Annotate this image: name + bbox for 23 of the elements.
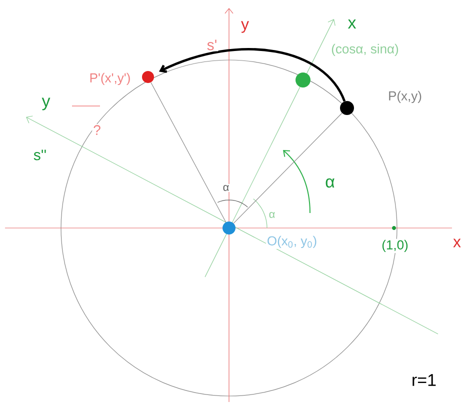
point-dot xyxy=(142,71,154,83)
axis-label: s'' xyxy=(32,148,48,162)
point-label: O(x$_{0}$, y$_{0}$) xyxy=(266,234,318,250)
point-dot xyxy=(296,72,310,88)
axis-label: y xyxy=(40,96,52,112)
radius-line xyxy=(233,112,342,224)
curved-arrow xyxy=(158,48,346,102)
axis-label: x xyxy=(346,18,358,30)
point-dot xyxy=(222,222,236,234)
axis-label: ? xyxy=(92,124,102,136)
axis-label: r=1 xyxy=(410,373,438,387)
axis-label: y xyxy=(240,20,250,34)
axis-label: x xyxy=(452,238,462,248)
point-label: P(x,y) xyxy=(387,90,423,104)
point-label: (1,0) xyxy=(380,238,410,254)
point-label: P'(x',y') xyxy=(88,72,132,86)
point-dot xyxy=(340,101,354,115)
axis-label: α xyxy=(324,177,336,189)
point-label: (cosα, sinα) xyxy=(330,42,400,58)
axis-label: α xyxy=(222,184,230,192)
axis-label: α xyxy=(268,210,276,219)
edge-label: s' xyxy=(206,38,218,52)
radius-line xyxy=(150,82,226,222)
